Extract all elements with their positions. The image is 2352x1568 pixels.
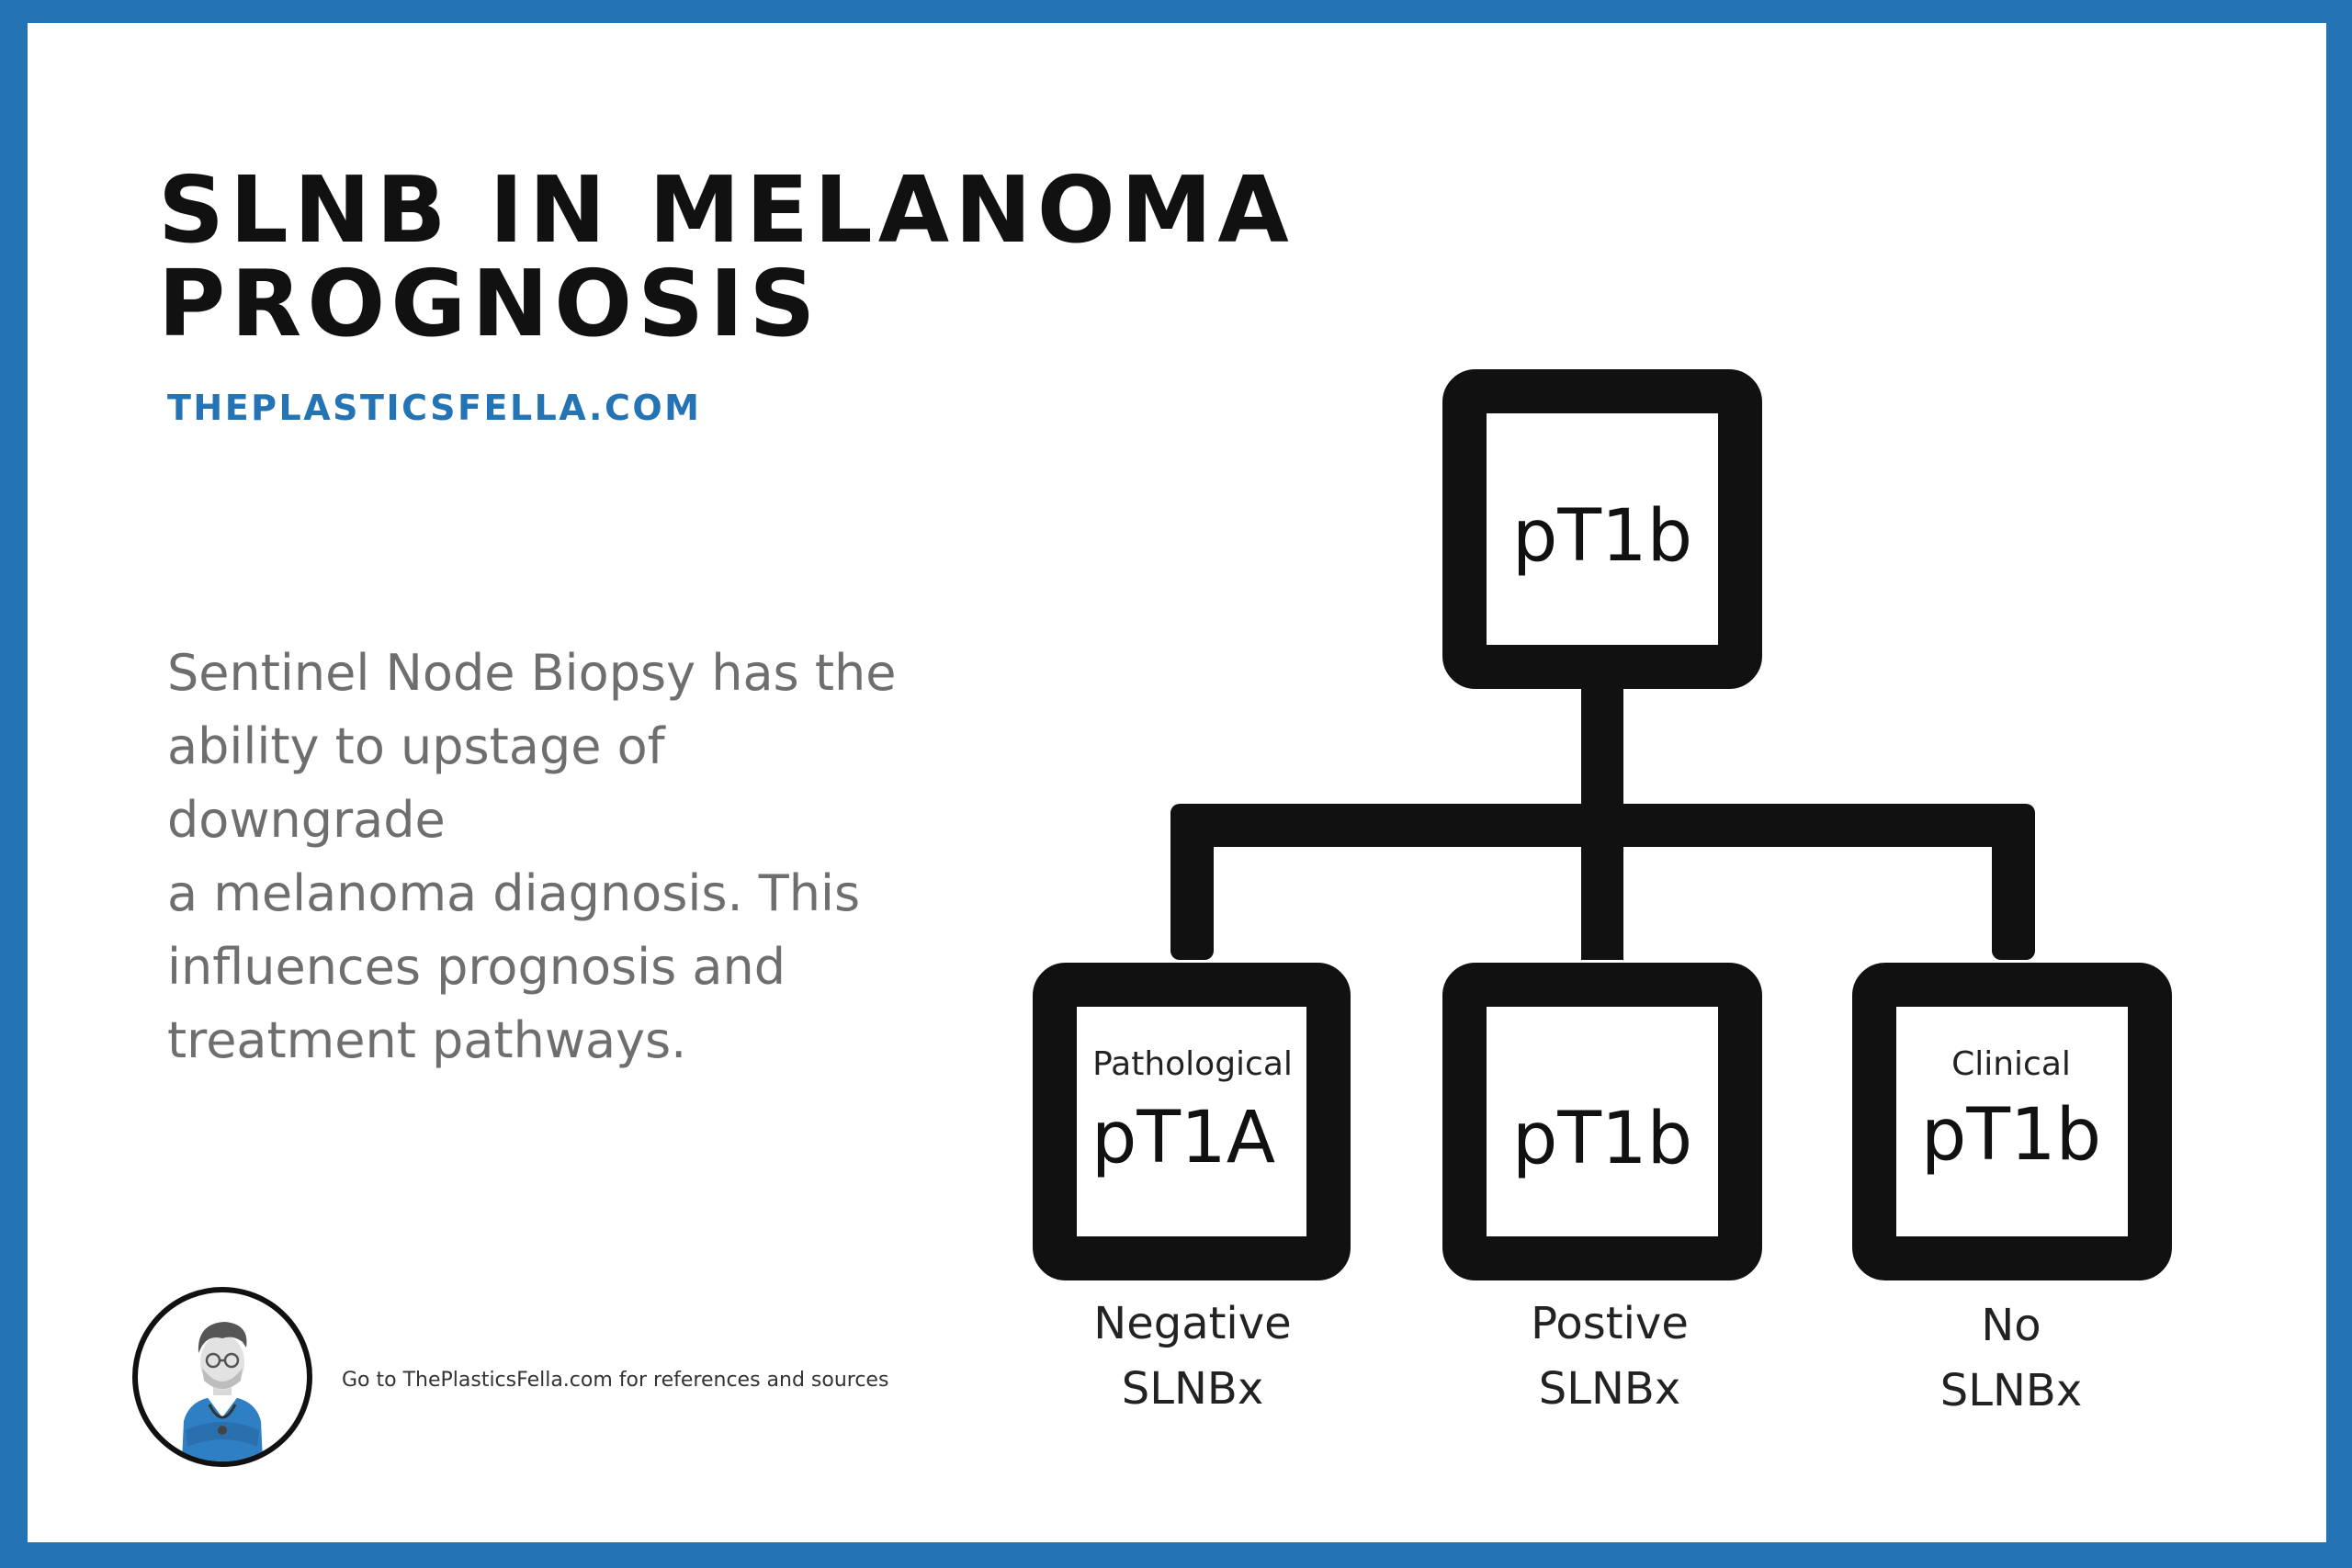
node-child-3-caption-line-1: No bbox=[1981, 1300, 2041, 1351]
node-child-2-label: pT1b bbox=[1512, 1098, 1692, 1180]
node-root-label: pT1b bbox=[1512, 495, 1692, 578]
title-line-1: SLNB IN MELANOMA bbox=[158, 156, 1295, 264]
page-title: SLNB IN MELANOMA PROGNOSIS bbox=[158, 164, 1295, 351]
node-child-1-caption-line-2: SLNBx bbox=[1122, 1363, 1263, 1415]
node-child-clinical: Clinical pT1b No SLNBx bbox=[1852, 963, 2172, 1416]
node-child-2-caption-line-1: Postive bbox=[1531, 1298, 1689, 1349]
connector-middle-down bbox=[1581, 804, 1623, 960]
description-text: Sentinel Node Biopsy has the ability to … bbox=[167, 644, 897, 1069]
avatar-illustration bbox=[182, 1322, 263, 1461]
node-child-3-label: pT1b bbox=[1921, 1094, 2101, 1177]
footer-note: Go to ThePlasticsFella.com for reference… bbox=[342, 1369, 889, 1392]
node-child-2-caption-line-2: SLNBx bbox=[1539, 1363, 1680, 1415]
node-child-3-frame bbox=[1852, 963, 2172, 1280]
node-child-3-sublabel: Clinical bbox=[1951, 1045, 2071, 1083]
node-child-3-caption-line-2: SLNBx bbox=[1940, 1365, 2082, 1416]
title-line-2: PROGNOSIS bbox=[158, 250, 821, 357]
node-child-positive: pT1b Postive SLNBx bbox=[1442, 963, 1762, 1415]
connector-left-down bbox=[1170, 804, 1214, 960]
doctor-avatar-icon bbox=[132, 1287, 312, 1467]
site-url[interactable]: THEPLASTICSFELLA.COM bbox=[167, 388, 702, 428]
node-child-1-label: pT1A bbox=[1091, 1097, 1275, 1179]
node-child-1-caption-line-1: Negative bbox=[1093, 1298, 1291, 1349]
node-child-1-sublabel: Pathological bbox=[1092, 1045, 1293, 1083]
connector-root-down bbox=[1581, 684, 1623, 804]
node-child-2-frame bbox=[1442, 963, 1762, 1280]
node-child-1-frame bbox=[1033, 963, 1351, 1280]
node-root-frame bbox=[1442, 369, 1762, 689]
diagram-connectors bbox=[1170, 684, 2035, 960]
node-root: pT1b bbox=[1442, 369, 1762, 689]
node-child-pathological: Pathological pT1A Negative SLNBx bbox=[1033, 963, 1351, 1415]
connector-right-down bbox=[1992, 804, 2035, 960]
